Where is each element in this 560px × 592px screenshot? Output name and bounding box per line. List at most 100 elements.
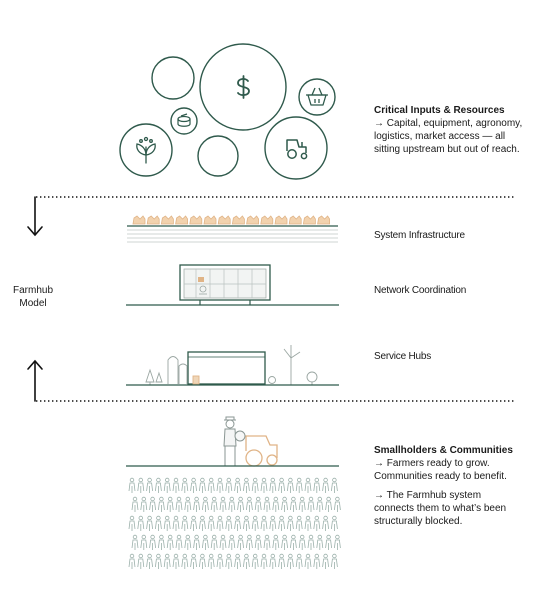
community-member [304,515,312,531]
community-member [184,534,192,550]
community-member [254,534,262,550]
bubble-bottom-mid [197,135,239,177]
community-member [155,553,162,569]
resource-mound [146,215,160,225]
farmhub-model-label: Farmhub Model [8,284,58,310]
community-member [278,553,285,569]
arrow-up [27,359,43,402]
model-label-line-1: Farmhub [12,285,53,296]
community-member [278,477,285,493]
community-member [272,496,280,512]
community-member [207,553,215,569]
community-member [149,534,156,550]
community-member [260,477,268,493]
community-member [193,534,200,550]
community-member [263,496,271,512]
community-member [146,553,153,569]
community-member [219,496,227,512]
community-member [225,553,233,569]
community-member [295,553,303,569]
community-member [272,534,280,550]
community-member [316,534,324,550]
resource-mound [274,215,288,225]
community-member [210,534,218,550]
bubble-plant [119,123,173,177]
community-member [243,553,250,569]
resource-mound [132,215,146,225]
community-member [199,515,206,531]
community-member [172,477,180,493]
community-member [269,553,277,569]
community-member [295,477,303,493]
community-member [149,496,156,512]
community-member [251,553,259,569]
community-member [155,477,162,493]
resource-mound [189,215,203,225]
community-member [216,477,224,493]
resource-mound [246,215,259,225]
resource-mound [160,215,174,225]
tractor-icon [286,139,308,160]
smallholders-line-2: Communities ready to benefit. [374,471,507,482]
farmer-with-tractor [126,416,339,467]
community-member [269,477,277,493]
community-member [181,553,189,569]
community-member [228,496,236,512]
bubble-left-top [151,56,195,100]
community-member [190,515,197,531]
smallholders-line-1: → Farmers ready to grow. [374,458,490,469]
community-member [202,496,209,512]
community-member [260,515,268,531]
community-member [237,496,244,512]
community-member [298,534,306,550]
community-member [225,477,233,493]
system-infrastructure-label: System Infrastructure [374,230,465,241]
community-member [237,534,244,550]
service-hubs-scene [126,345,339,386]
resource-row [132,215,330,225]
community-member [137,553,145,569]
bubble-tractor [264,116,328,180]
community-member [313,477,321,493]
smallholders-line-4: connects them to what’s been [374,503,507,514]
community-member [228,534,236,550]
community-member [325,534,332,550]
community-member [140,534,148,550]
community-member [313,515,321,531]
community-member [287,553,294,569]
community-member [158,496,165,512]
critical-inputs-title: Critical Inputs & Resources [374,105,505,116]
community-member [281,496,288,512]
community-member [307,496,315,512]
community-member [181,477,189,493]
resource-mound [203,215,217,225]
community-member [331,477,338,493]
community-member [263,534,271,550]
community-member [325,496,332,512]
smallholders-description: Smallholders & Communities → Farmers rea… [374,444,549,528]
plant-icon [136,136,156,164]
community-member [137,477,145,493]
community-crowd [128,477,341,569]
community-member [304,477,312,493]
resource-mound [231,215,245,225]
community-member [234,477,241,493]
community-member [225,515,233,531]
community-member [207,515,215,531]
community-member [254,496,262,512]
smallholders-line-3: → The Farmhub system [374,490,482,501]
community-member [131,534,139,550]
community-member [163,477,171,493]
community-member [322,553,329,569]
community-member [175,534,183,550]
community-member [163,553,171,569]
critical-inputs-description: Critical Inputs & Resources → Capital, e… [374,104,549,156]
community-member [199,477,206,493]
resource-mound [217,215,231,225]
resource-mound [317,215,330,225]
infrastructure-layer [127,215,338,243]
community-member [128,515,136,531]
service-hubs-label: Service Hubs [374,351,432,362]
